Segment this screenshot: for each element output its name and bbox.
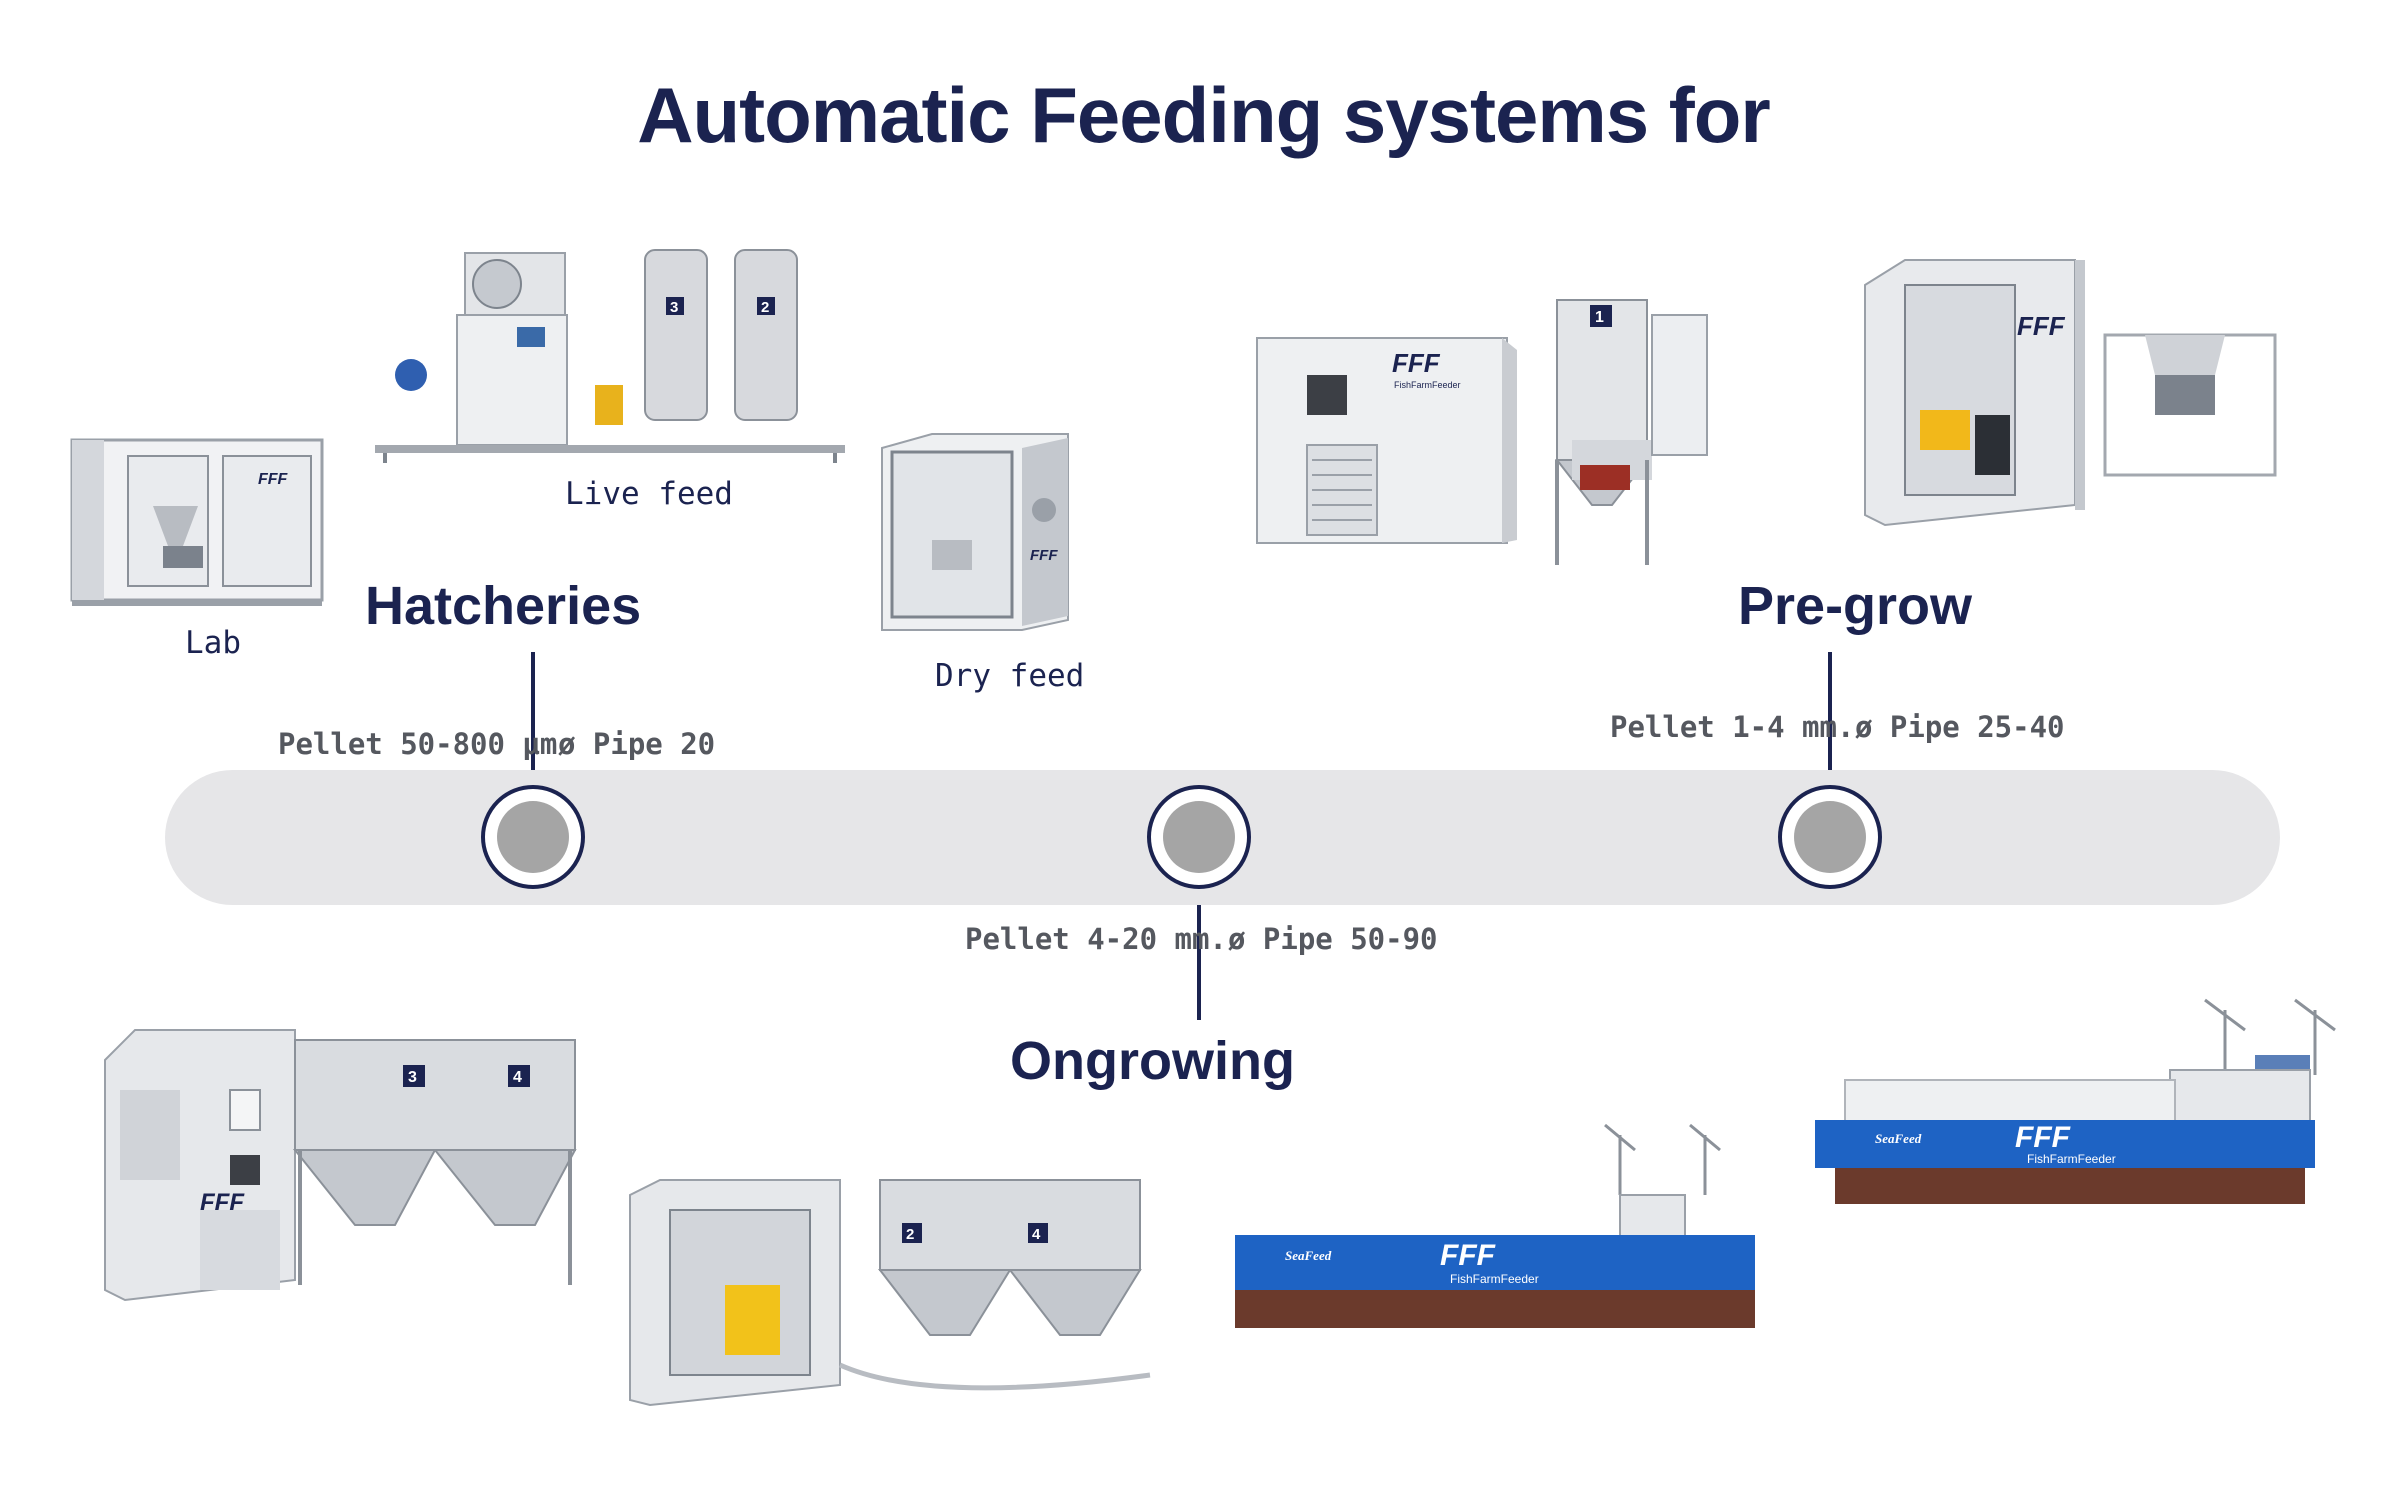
product-caption-lab: Lab [185,625,241,661]
seafeed-barge-image: SeaFeed FFF FishFarmFeeder [1235,1123,1755,1328]
svg-text:FFF: FFF [2015,1121,2071,1154]
ongrowing-open-cabinet-image: 2 4 [629,1179,1151,1407]
svg-text:FFF: FFF [1392,348,1441,378]
svg-text:FFF: FFF [1030,547,1058,564]
svg-text:3: 3 [670,299,678,316]
svg-text:FFF: FFF [200,1189,245,1216]
timeline-node-hatcheries [481,785,585,889]
svg-text:FFF: FFF [1440,1239,1496,1272]
connector-ongrowing [1197,895,1201,1020]
lab-feeder-image: FFF [70,438,324,606]
svg-text:FishFarmFeeder: FishFarmFeeder [2027,1152,2116,1166]
pregrow-container-image: FFF [1864,259,2277,527]
timeline-node-ongrowing [1147,785,1251,889]
connector-hatcheries [531,652,535,782]
svg-text:SeaFeed: SeaFeed [1875,1131,1922,1146]
svg-text:4: 4 [513,1069,522,1086]
timeline-node-pregrow [1778,785,1882,889]
svg-text:1: 1 [1595,309,1604,326]
spec-ongrowing-pellet: Pellet 4-20 mm. [965,922,1227,956]
fff-logo-text: FFF [258,471,289,488]
spec-hatcheries-pipe: ø Pipe 20 [558,727,716,761]
svg-text:SeaFeed: SeaFeed [1285,1248,1332,1263]
svg-text:FishFarmFeeder: FishFarmFeeder [1394,380,1461,390]
spec-hatcheries-pellet: Pellet 50-800 µm [278,727,558,761]
svg-text:2: 2 [906,1226,914,1243]
spec-ongrowing-pipe: ø Pipe 50-90 [1228,922,1438,956]
segment-title-pregrow: Pre-grow [1738,576,1973,636]
seafeed-barge-large-image: SeaFeed FFF FishFarmFeeder [1815,998,2336,1204]
product-caption-dry-feed: Dry feed [935,658,1085,694]
svg-text:4: 4 [1032,1226,1041,1243]
ongrowing-cabinet-silos-image: FFF 3 4 [104,1029,577,1302]
spec-pregrow-pipe: ø Pipe 25-40 [1855,710,2065,744]
spec-pregrow-pellet: Pellet 1-4 mm. [1610,710,1855,744]
svg-text:FFF: FFF [2017,311,2066,341]
page-title: Automatic Feeding systems for [637,71,1771,159]
segment-title-ongrowing: Ongrowing [1010,1031,1295,1091]
live-feed-system-image: 3 2 [375,249,845,463]
svg-text:2: 2 [761,299,769,316]
svg-text:3: 3 [408,1069,417,1086]
pregrow-feeder-image: FFF FishFarmFeeder 1 [1256,299,1708,565]
svg-text:FishFarmFeeder: FishFarmFeeder [1450,1272,1539,1286]
connector-pregrow [1828,652,1832,782]
product-caption-live-feed: Live feed [565,476,733,512]
dry-feed-system-image: FFF [881,433,1069,631]
segment-title-hatcheries: Hatcheries [365,576,642,636]
